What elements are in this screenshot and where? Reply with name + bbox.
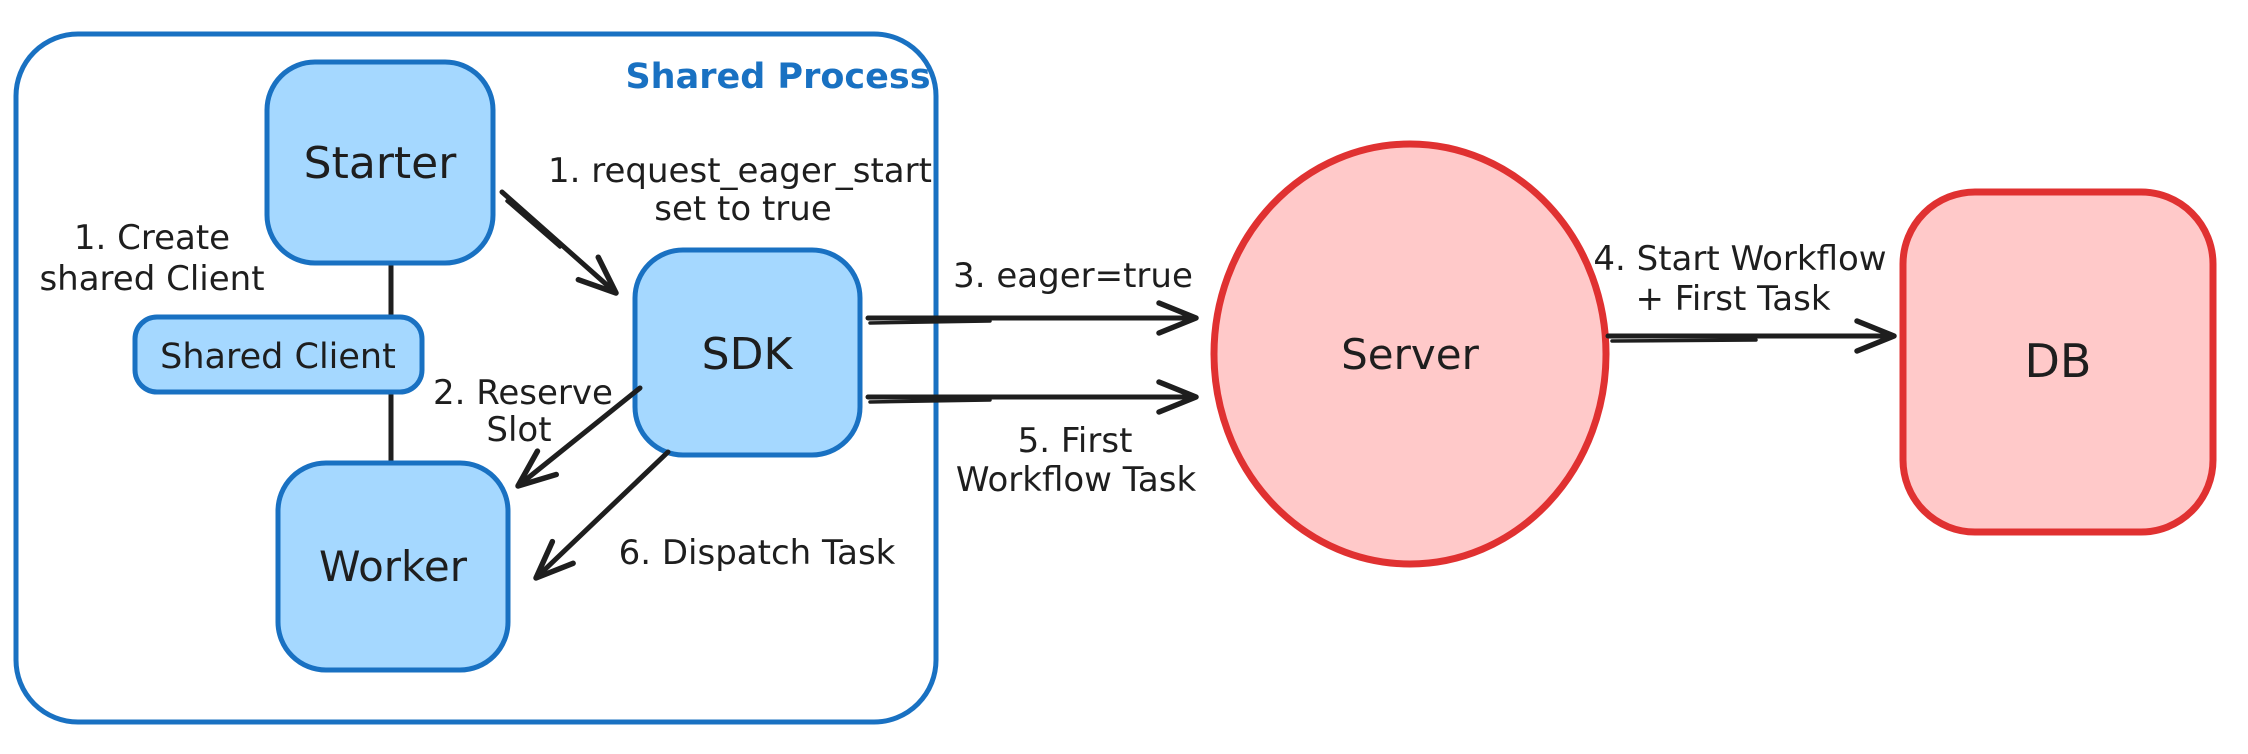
annotation-first-workflow-task-line1: 5. First [1018,421,1133,461]
annotation-eager-true: 3. eager=true [953,256,1193,296]
annotation-reserve-slot-line1: 2. Reserve [433,373,613,413]
shared-process-container [13,31,939,725]
db-node [1899,188,2217,536]
arrow-first-task-overdraw [868,398,992,404]
shared-client-label: Shared Client [160,337,396,377]
annotation-start-workflow-line2: + First Task [1635,279,1830,319]
sdk-label: SDK [702,329,794,380]
annotation-create-shared-client-line1: 1. Create [74,218,230,258]
arrow-server-to-db-overdraw [1610,338,1758,343]
arrow-sdk-to-worker-reserve [515,385,643,489]
db-label: DB [2025,334,2092,388]
shared-client-node [132,314,425,395]
starter-label: Starter [304,138,458,189]
server-node [1210,140,1610,568]
shared-process-label: Shared Process [625,57,930,97]
annotation-reserve-slot-line2: Slot [486,410,551,450]
annotation-dispatch-task: 6. Dispatch Task [619,533,896,573]
arrow-starter-to-sdk-overdraw [505,199,562,249]
annotation-request-eager-start-line1: 1. request_eager_start [548,151,932,191]
sdk-node [632,247,863,458]
annotation-first-workflow-task-line2: Workflow Task [956,460,1197,500]
arrow-eager-overdraw [868,319,992,325]
annotation-create-shared-client-line2: shared Client [39,259,264,299]
server-label: Server [1341,330,1479,379]
annotation-start-workflow-line1: 4. Start Workflow [1593,239,1886,279]
arrow-starter-to-sdk [499,189,619,296]
worker-node [275,460,511,673]
worker-label: Worker [319,542,468,591]
annotation-request-eager-start-line2: set to true [654,189,832,229]
arrow-sdk-to-worker-dispatch [533,449,671,581]
starter-node [264,59,496,266]
